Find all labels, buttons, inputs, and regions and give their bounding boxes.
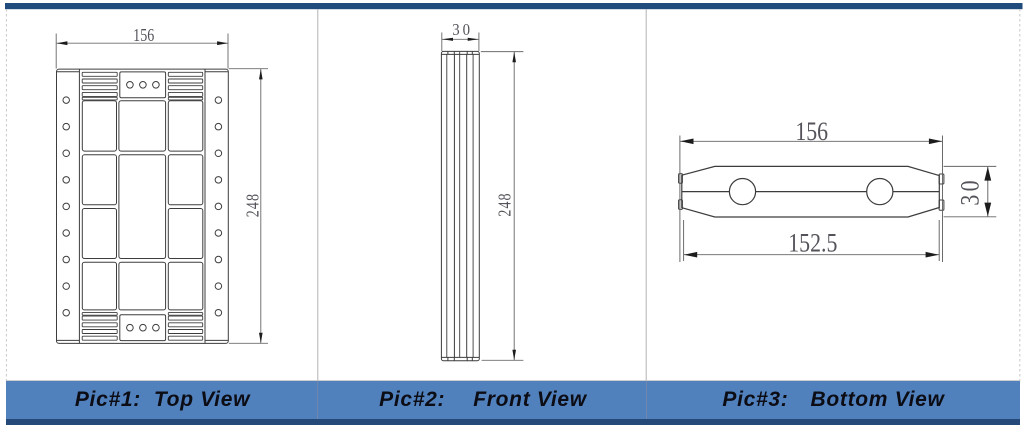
svg-text:248: 248 [496,192,515,216]
svg-text:30: 30 [957,177,985,206]
svg-text:30: 30 [452,22,473,40]
svg-text:152.5: 152.5 [788,230,837,258]
svg-text:156: 156 [795,118,828,146]
svg-text:248: 248 [244,193,263,217]
svg-text:156: 156 [133,27,154,46]
